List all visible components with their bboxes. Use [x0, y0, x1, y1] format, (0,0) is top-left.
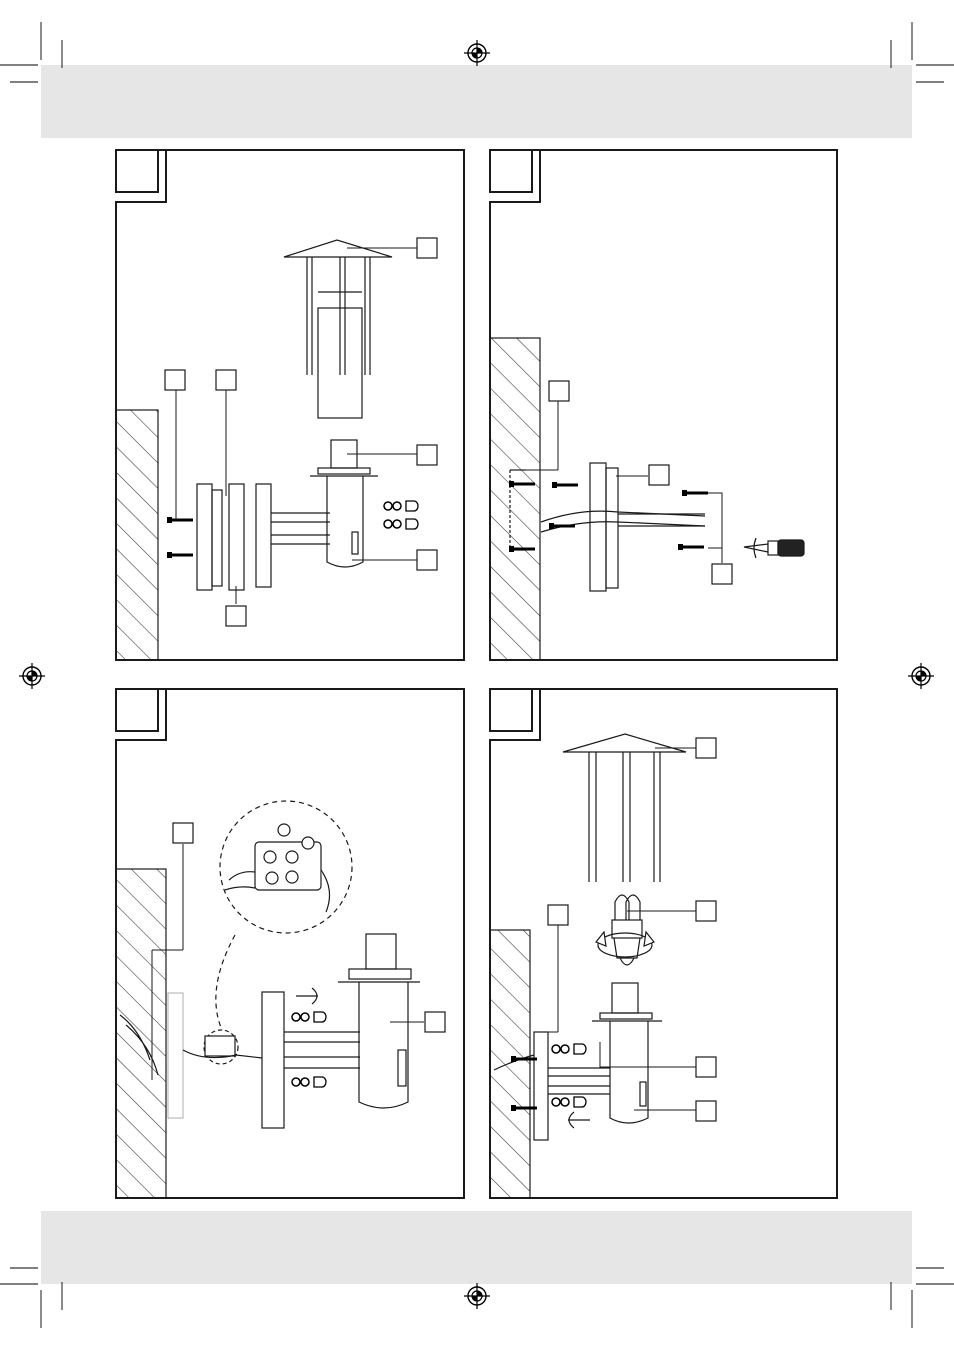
panel-3-number [117, 690, 157, 730]
callout-label [173, 824, 193, 842]
callout-label [165, 371, 185, 389]
rotate-arrow-icon [595, 930, 655, 958]
callout-label [417, 239, 437, 257]
crop-mark-icon [0, 22, 954, 1328]
screwdriver-icon [743, 537, 805, 559]
panel-3-hardware [291, 1011, 327, 1088]
panel-3-drawing [115, 800, 420, 1199]
panel-2-frame [489, 149, 838, 661]
panel-3-callout-boxes [172, 822, 446, 1033]
panel-3-frame [115, 688, 465, 1199]
callout-label [549, 382, 569, 400]
panel-1-drawing [115, 239, 393, 661]
panel-4-callout-boxes [547, 737, 717, 1122]
callout-label [696, 739, 716, 757]
panel-2-drawing [489, 337, 706, 661]
header-band [41, 65, 912, 138]
panel-1-frame [115, 149, 465, 661]
panel-1-number [117, 151, 157, 191]
terminal-block-icon [224, 823, 331, 913]
callout-label [649, 466, 669, 484]
callout-label [216, 371, 236, 389]
panel-4-leaders [548, 747, 696, 1111]
panel-3-leaders [151, 844, 424, 1080]
callout-label [417, 551, 437, 569]
callout-label [425, 1013, 445, 1031]
panel-4-number [491, 690, 531, 730]
callout-label [712, 565, 732, 583]
footer-band [41, 1211, 912, 1284]
panel-2-number [491, 151, 531, 191]
panel-4-drawing [489, 733, 687, 1199]
callout-label [417, 446, 437, 464]
callout-label [696, 1102, 716, 1120]
callout-label [548, 906, 568, 924]
panel-1-hardware [165, 500, 419, 560]
bulb-icon [611, 894, 643, 966]
callout-label [696, 1058, 716, 1076]
panel-1-leaders [175, 247, 417, 604]
callout-label [696, 902, 716, 920]
panel-2-callout-boxes [548, 380, 733, 585]
panel-1-callout-boxes [164, 237, 438, 627]
panel-2-leaders [526, 400, 723, 563]
callout-label [226, 607, 246, 625]
